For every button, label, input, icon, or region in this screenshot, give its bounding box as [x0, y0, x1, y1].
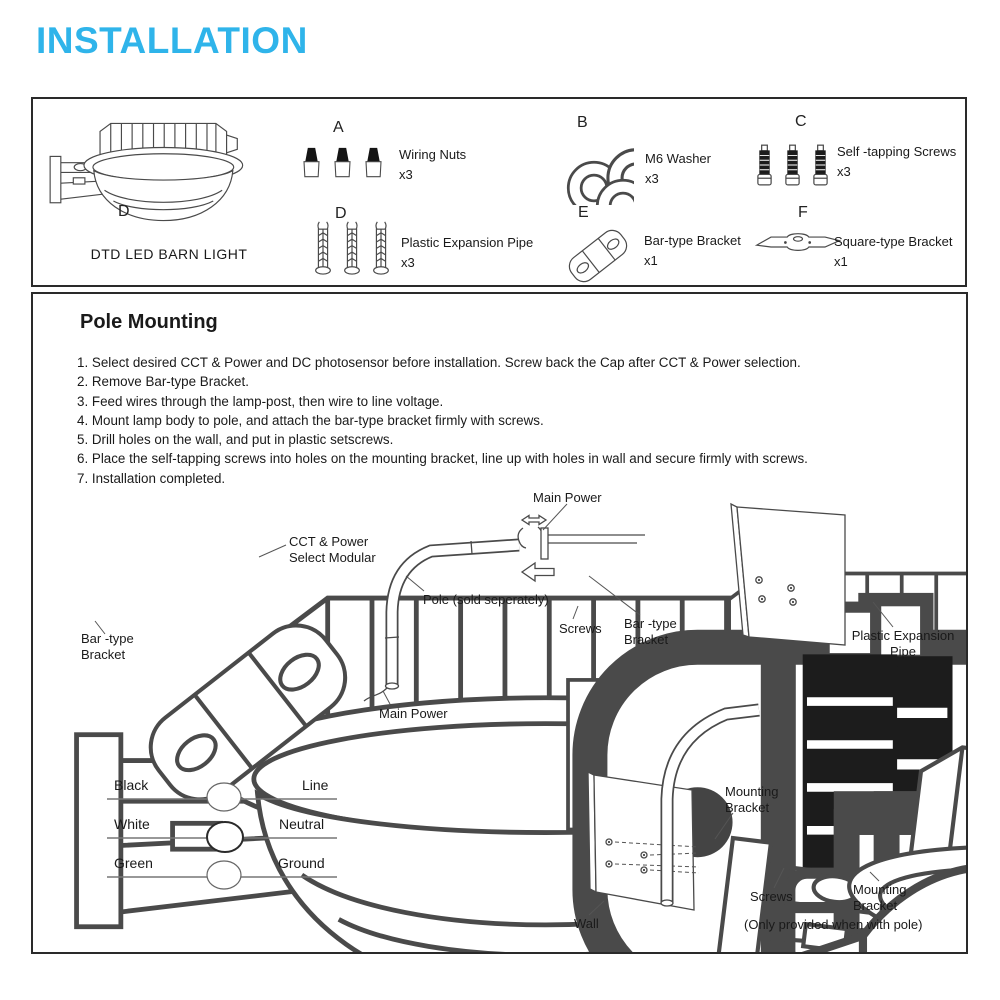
step-3: 3. Feed wires through the lamp-post, the…: [77, 393, 444, 409]
label-bar-type-bracket-left: Bar -type Bracket: [81, 631, 134, 662]
label-main-power-bottom: Main Power: [379, 706, 448, 721]
page-title: INSTALLATION: [36, 20, 308, 61]
plastic-expansion-pipe-icon: [312, 219, 392, 276]
part-letter-a: A: [333, 119, 344, 136]
installation-diagram: [75, 502, 966, 952]
label-wall: Wall: [574, 916, 599, 931]
barn-light-illustration: [49, 122, 244, 222]
self-tapping-screws-icon: [756, 143, 829, 187]
wire-nut-icon: [206, 782, 242, 812]
step-1: 1. Select desired CCT & Power and DC pho…: [77, 355, 801, 370]
label-plastic-expansion-pipe: Plastic Expansion Pipe: [851, 628, 955, 659]
step-6: 6. Place the self-tapping screws into ho…: [77, 451, 808, 467]
part-d-text: Plastic Expansion Pipe x3: [401, 235, 534, 270]
part-f-text: Square-type Bracket x1: [834, 234, 953, 269]
wire-label-ground: Ground: [278, 855, 325, 871]
pole-mounting-illustration: [363, 503, 966, 952]
installation-steps: 1. Select desired CCT & Power and DC pho…: [77, 353, 808, 488]
wiring-diagram: [107, 782, 337, 890]
bar-type-bracket-icon: [564, 225, 632, 287]
pole-mounting-panel: Pole Mounting 1. Select desired CCT & Po…: [31, 292, 968, 954]
lamp-with-bracket-removed-illustration: [75, 544, 875, 952]
label-mounting-bracket-pole: Mounting Bracket: [725, 784, 779, 815]
label-screws-mid: Screws: [559, 621, 602, 636]
part-b-text: M6 Washer x3: [645, 151, 711, 186]
m6-washer-icon: [567, 148, 634, 205]
label-mounting-bracket-spare: Mounting Bracket: [853, 882, 907, 913]
wall-anchor-illustration: [730, 502, 966, 952]
part-letter-b: B: [577, 114, 588, 131]
part-letter-c: C: [795, 113, 807, 130]
wiring-nuts-icon: [299, 145, 386, 180]
square-type-bracket-icon: [756, 233, 840, 251]
part-e-text: Bar-type Bracket x1: [644, 233, 741, 268]
wire-label-white: White: [114, 816, 150, 832]
part-letter-e: E: [578, 204, 589, 221]
parts-list-panel: D DTD LED BARN LIGHT A Wiring Nuts x3 B …: [31, 97, 967, 287]
label-pole-sold-separately: Pole (sold seperately): [423, 592, 549, 607]
wire-label-neutral: Neutral: [279, 816, 325, 832]
step-2: 2. Remove Bar-type Bracket.: [77, 374, 249, 390]
label-cct-power-select-modular: CCT & Power Select Modular: [289, 534, 376, 565]
wire-nut-icon: [206, 860, 242, 890]
product-caption: DTD LED BARN LIGHT: [90, 246, 248, 262]
step-7: 7. Installation completed.: [77, 470, 226, 486]
wire-label-line: Line: [302, 777, 329, 793]
slide-arrow-icon: [520, 514, 548, 526]
wire-label-black: Black: [114, 777, 149, 793]
step-5: 5. Drill holes on the wall, and put in p…: [77, 432, 394, 448]
section-heading: Pole Mounting: [80, 311, 218, 333]
step-4: 4. Mount lamp body to pole, and attach t…: [77, 412, 544, 428]
wall-mounting-illustration: [587, 703, 966, 952]
part-letter-f: F: [798, 204, 808, 221]
part-letter-d: D: [335, 205, 347, 222]
label-pole-note: (Only provided when with pole): [744, 917, 923, 932]
part-a-text: Wiring Nuts x3: [399, 147, 467, 182]
left-block-arrow-icon: [520, 561, 555, 583]
wire-label-green: Green: [114, 855, 153, 871]
label-main-power-top: Main Power: [533, 490, 602, 505]
part-c-text: Self -tapping Screws x3: [837, 144, 957, 179]
wire-nut-icon: [206, 821, 244, 853]
lamp-overlay-letter: D: [118, 203, 130, 220]
label-screws-bottom: Screws: [750, 889, 793, 904]
label-bar-type-bracket-mid: Bar -type Bracket: [624, 616, 677, 647]
